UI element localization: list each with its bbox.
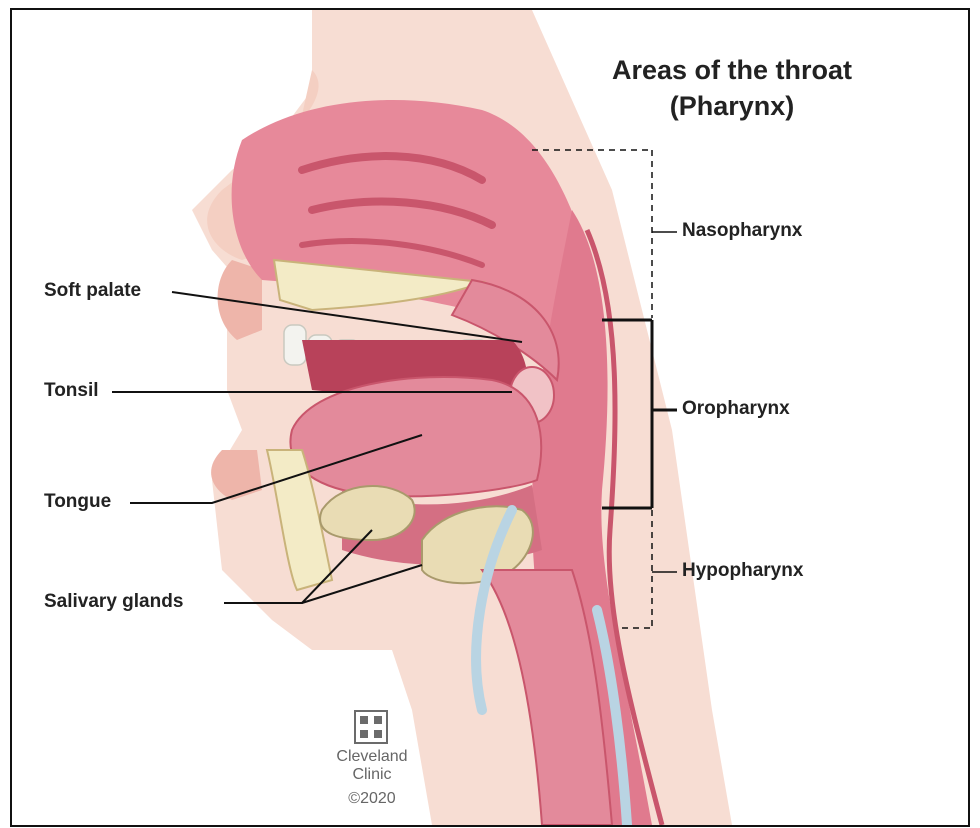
diagram-title: Areas of the throat (Pharynx) <box>572 52 892 124</box>
label-nasopharynx: Nasopharynx <box>682 220 802 242</box>
label-tonsil: Tonsil <box>44 380 99 402</box>
label-oropharynx: Oropharynx <box>682 398 790 420</box>
throat-anatomy-illustration <box>12 10 968 825</box>
logo-name-line-2: Clinic <box>322 766 422 784</box>
label-hypopharynx: Hypopharynx <box>682 560 803 582</box>
cleveland-clinic-logo-icon <box>355 711 387 743</box>
diagram-frame: Areas of the throat (Pharynx) Soft palat… <box>10 8 970 827</box>
label-tongue: Tongue <box>44 491 111 513</box>
title-line-1: Areas of the throat <box>572 52 892 88</box>
title-line-2: (Pharynx) <box>572 88 892 124</box>
logo-copyright: ©2020 <box>322 790 422 808</box>
label-salivary-glands: Salivary glands <box>44 591 183 613</box>
label-soft-palate: Soft palate <box>44 280 141 302</box>
logo-name-line-1: Cleveland <box>322 748 422 766</box>
